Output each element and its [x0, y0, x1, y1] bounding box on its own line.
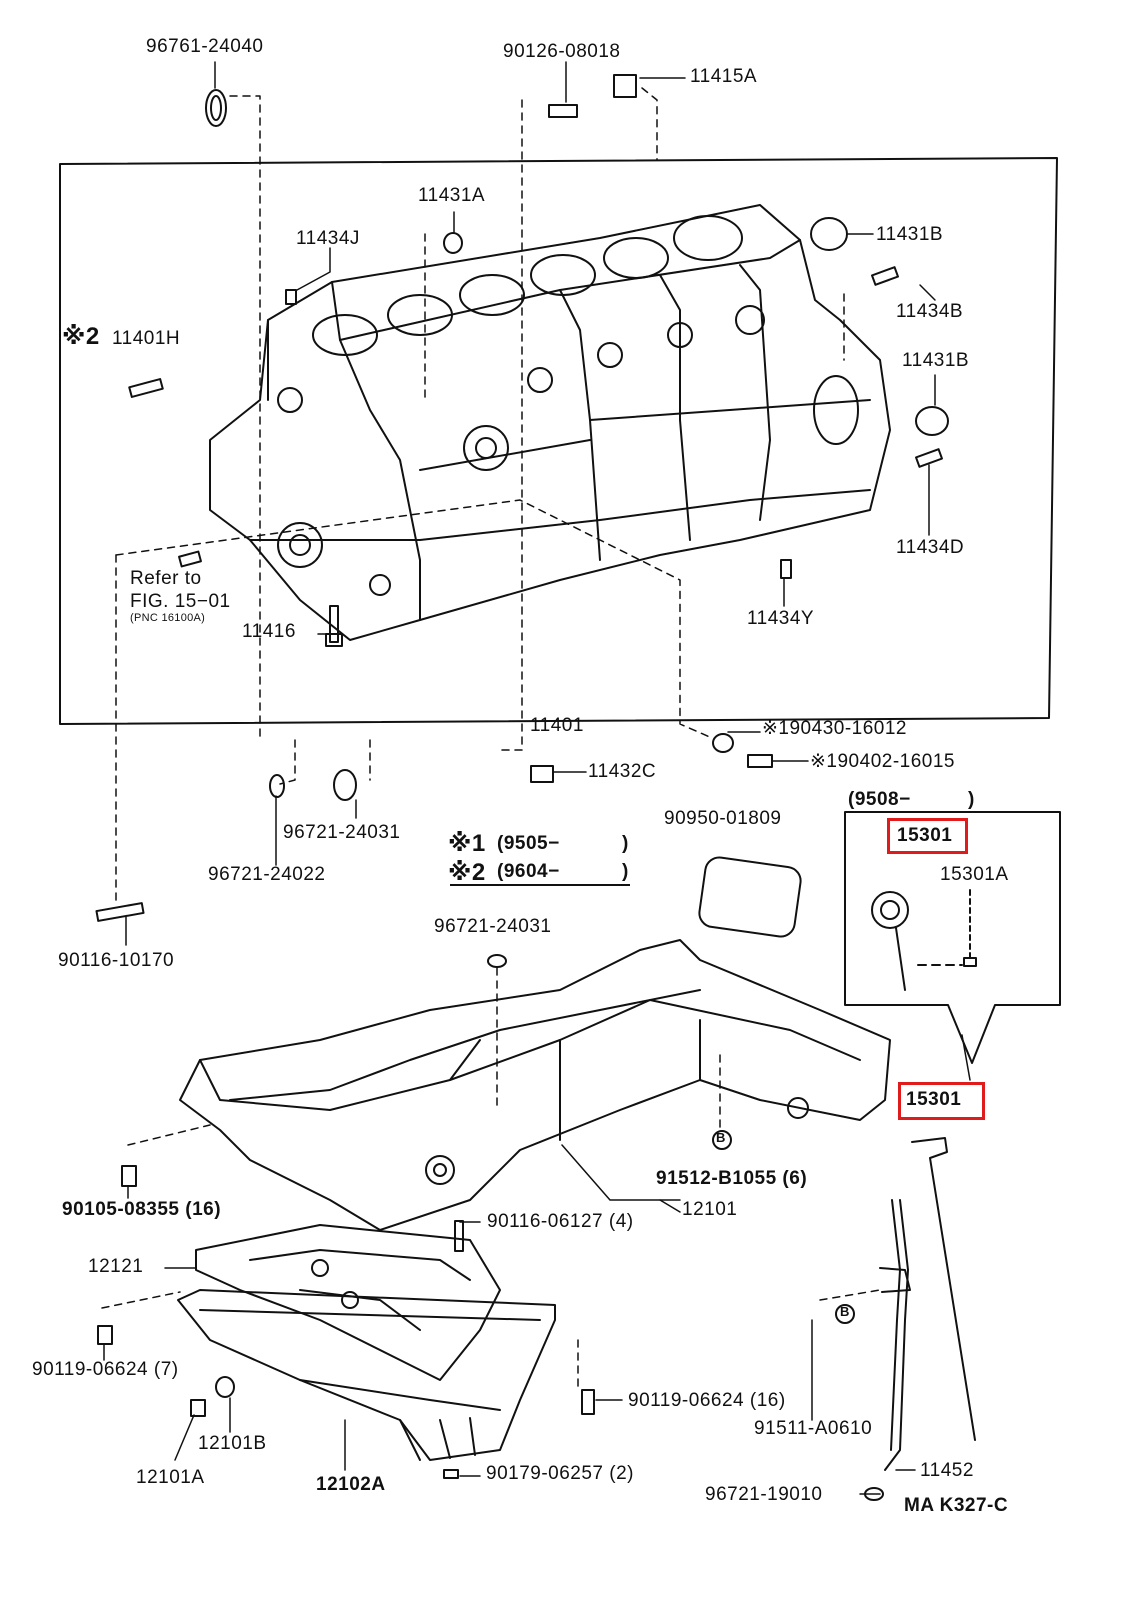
baffle-plate-drawing [195, 1224, 501, 1381]
label-15301A: 15301A [940, 864, 1009, 885]
label-12101: 12101 [682, 1199, 738, 1220]
label-96761-24040: 96761-24040 [146, 36, 264, 57]
inset-date-close: ) [968, 789, 975, 810]
inset-label-15301: 15301 [897, 825, 953, 846]
note1-text: (9505− [497, 833, 560, 854]
label-11452: 11452 [920, 1460, 974, 1481]
note2-text: (9604− [497, 861, 560, 882]
highlight-box-inset [887, 818, 968, 854]
label-11432C: 11432C [588, 761, 657, 782]
callout-b-2: B [840, 1304, 850, 1319]
label-96721-24031-b: 96721-24031 [434, 916, 552, 937]
note1-mark: ※1 [448, 830, 486, 857]
label-11434Y: 11434Y [747, 608, 815, 629]
note2-close: ) [622, 861, 629, 882]
label-11431B-top: 11431B [876, 224, 944, 245]
solid-leaders [103, 61, 971, 1495]
block-frame [59, 157, 1058, 725]
gasket-pad [698, 856, 802, 938]
cylinder-block-drawing [209, 204, 891, 641]
label-11401H: 11401H [112, 328, 181, 349]
label-11416: 11416 [242, 621, 296, 642]
inset-date: (9508− [848, 789, 911, 810]
label-91512-B1055: 91512-B1055 (6) [656, 1168, 808, 1189]
label-12102A: 12102A [316, 1474, 386, 1495]
label-11434D: 11434D [896, 537, 965, 558]
refer-line-1: Refer to [130, 568, 202, 589]
label-90116-06127: 90116-06127 (4) [487, 1211, 634, 1232]
label-12121: 12121 [88, 1256, 144, 1277]
label-11431A: 11431A [418, 185, 486, 206]
label-12101B: 12101B [198, 1433, 267, 1454]
oil-pan-lower-drawing [177, 1289, 556, 1461]
refer-line-2: FIG. 15−01 [130, 591, 231, 612]
label-11434J: 11434J [296, 228, 360, 249]
oil-pan-upper-drawing [179, 939, 891, 1231]
label-91511-A0610: 91511-A0610 [754, 1418, 873, 1439]
highlight-box-main [898, 1082, 985, 1120]
label-11434B: 11434B [896, 301, 964, 322]
label-90116-10170: 90116-10170 [58, 950, 175, 971]
label-90119-06624-16: 90119-06624 (16) [628, 1390, 786, 1411]
dipstick-drawing [879, 1137, 976, 1471]
label-90402-16015: ※190402-16015 [810, 751, 955, 772]
callout-b-1: B [716, 1130, 726, 1145]
label-90430-16012: ※190430-16012 [762, 718, 907, 739]
figure-code: MA K327-C [904, 1495, 1009, 1516]
label-15301-main: 15301 [906, 1089, 962, 1110]
note2-mark: ※2 [448, 859, 486, 886]
label-11415A: 11415A [690, 66, 758, 87]
note1-close: ) [622, 833, 629, 854]
label-90179-06257: 90179-06257 (2) [486, 1463, 634, 1484]
dashed-leaders [101, 87, 881, 1387]
label-90126-08018: 90126-08018 [503, 41, 621, 62]
note2-mark-11401H: ※2 [62, 323, 100, 350]
inset-box [844, 811, 1061, 1064]
label-96721-24031-a: 96721-24031 [283, 822, 401, 843]
note-underline [450, 884, 630, 886]
label-11401: 11401 [530, 715, 584, 736]
label-90119-06624-7: 90119-06624 (7) [32, 1359, 179, 1380]
label-90105-08355: 90105-08355 (16) [62, 1199, 222, 1220]
label-12101A: 12101A [136, 1467, 205, 1488]
label-96721-24022: 96721-24022 [208, 864, 326, 885]
refer-line-3: (PNC 16100A) [130, 612, 206, 624]
label-90950-01809: 90950-01809 [664, 808, 782, 829]
label-11431B-mid: 11431B [902, 350, 970, 371]
label-96721-19010: 96721-19010 [705, 1484, 823, 1505]
